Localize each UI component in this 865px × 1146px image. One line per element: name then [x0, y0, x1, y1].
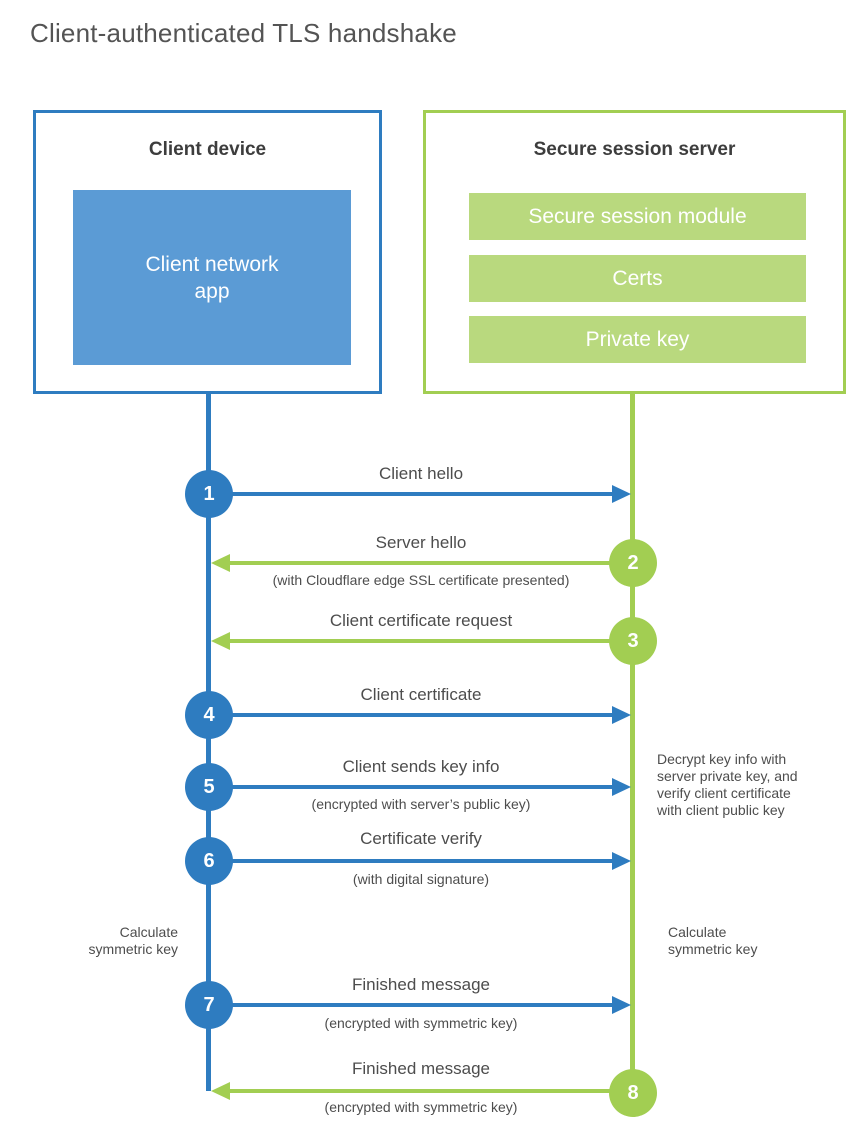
server-lifeline [630, 392, 635, 1093]
step-7-label: Finished message [352, 975, 490, 994]
step-8-badge: 8 [609, 1069, 657, 1117]
step-2-label: Server hello [375, 533, 467, 552]
client-network-app-label: Client network app [145, 252, 279, 303]
step-8-arrowhead-icon [211, 1082, 230, 1100]
step-4-arrow-line [209, 713, 612, 717]
step-3-badge: 3 [609, 617, 657, 665]
client-network-app-box: Client network app [73, 190, 351, 365]
step-4-arrowhead-icon [612, 706, 631, 724]
step-6-arrowhead-icon [612, 852, 631, 870]
server-module-certs: Certs [469, 255, 806, 302]
step-2-sublabel: (with Cloudflare edge SSL certificate pr… [272, 572, 570, 588]
secure-session-server-title: Secure session server [533, 139, 736, 160]
client-device-box: Client device Client network app [33, 110, 382, 394]
step-2-arrowhead-icon [211, 554, 230, 572]
step-6-sublabel: (with digital signature) [352, 871, 490, 887]
step-4-label: Client certificate [360, 685, 482, 704]
step-2-badge: 2 [609, 539, 657, 587]
client-device-title: Client device [148, 139, 267, 160]
step-5-label: Client sends key info [342, 757, 500, 776]
server-module-private-key: Private key [469, 316, 806, 363]
step-2-arrow-line [230, 561, 633, 565]
step-8-arrow-line [230, 1089, 633, 1093]
step-7-arrowhead-icon [612, 996, 631, 1014]
step-6-arrow-line [209, 859, 612, 863]
step-1-badge: 1 [185, 470, 233, 518]
step-7-sublabel: (encrypted with symmetric key) [324, 1015, 518, 1031]
step-5-badge: 5 [185, 763, 233, 811]
server-module-secure-session: Secure session module [469, 193, 806, 240]
calculate-symmetric-key-client-note: Calculate symmetric key [88, 924, 178, 957]
step-6-label: Certificate verify [360, 829, 482, 848]
step-4-badge: 4 [185, 691, 233, 739]
step-8-sublabel: (encrypted with symmetric key) [324, 1099, 518, 1115]
step-5-arrow-line [209, 785, 612, 789]
step-7-badge: 7 [185, 981, 233, 1029]
secure-session-server-box: Secure session server Secure session mod… [423, 110, 846, 394]
step-1-arrow-line [209, 492, 612, 496]
step-5-arrowhead-icon [612, 778, 631, 796]
step-1-label: Client hello [378, 464, 464, 483]
step-3-arrowhead-icon [211, 632, 230, 650]
calculate-symmetric-key-server-note: Calculate symmetric key [668, 924, 758, 957]
page-title: Client-authenticated TLS handshake [30, 18, 457, 48]
step-8-label: Finished message [352, 1059, 490, 1078]
client-lifeline [206, 392, 211, 1091]
step-3-label: Client certificate request [329, 611, 513, 630]
step-6-badge: 6 [185, 837, 233, 885]
step-3-arrow-line [230, 639, 633, 643]
step-5-sublabel: (encrypted with server’s public key) [311, 796, 531, 812]
step-7-arrow-line [209, 1003, 612, 1007]
step-1-arrowhead-icon [612, 485, 631, 503]
decrypt-note: Decrypt key info with server private key… [657, 751, 798, 818]
